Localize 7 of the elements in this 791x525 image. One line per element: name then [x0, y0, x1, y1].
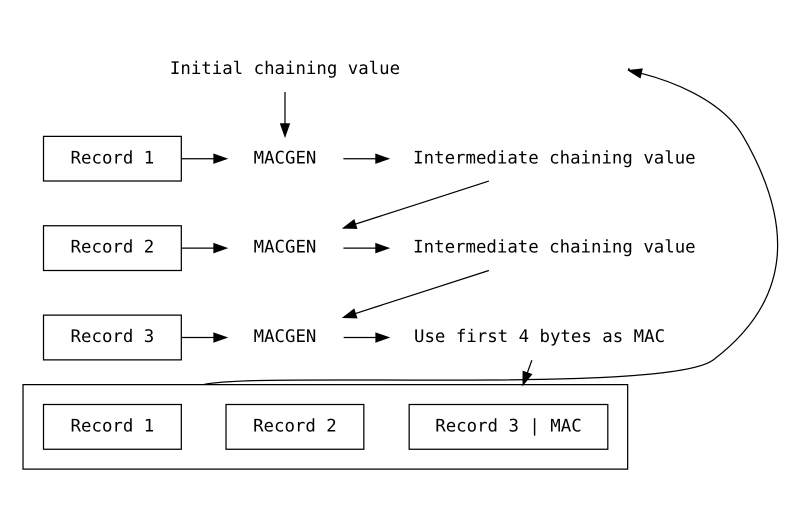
node-text: Intermediate chaining value	[413, 148, 696, 168]
node-text: MACGEN	[254, 237, 316, 258]
node-text: Intermediate chaining value	[413, 237, 696, 258]
node-text: MACGEN	[254, 326, 316, 347]
node-text: Initial chaining value	[170, 58, 400, 78]
node-text: Use first 4 bytes as MAC	[414, 326, 666, 347]
node-text: MACGEN	[254, 148, 316, 168]
